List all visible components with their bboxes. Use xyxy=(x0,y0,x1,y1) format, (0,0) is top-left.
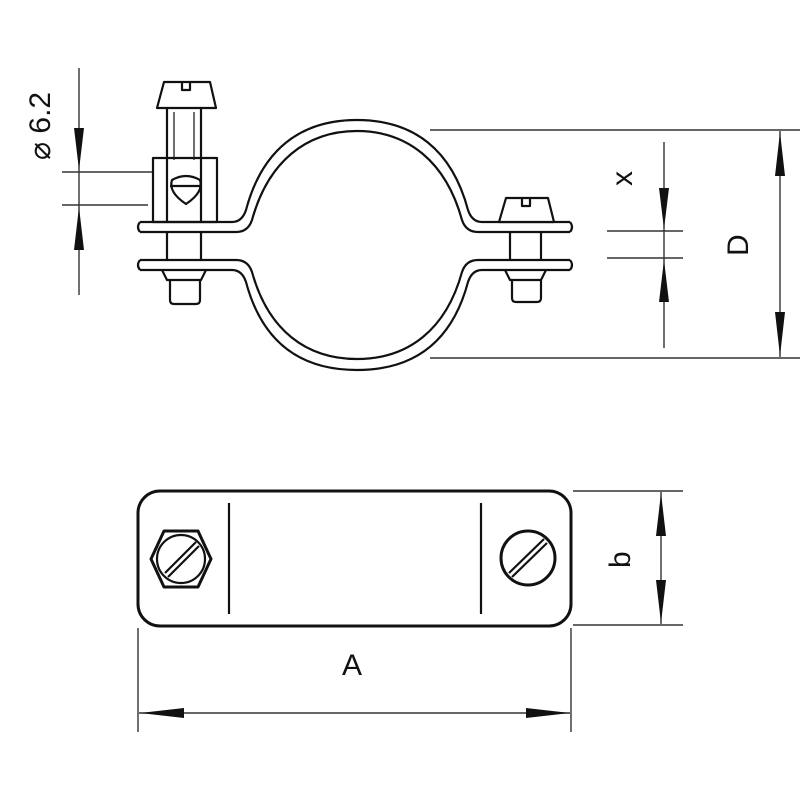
clamp-ring xyxy=(136,118,574,372)
dimension-label-diameter: ⌀ 6.2 xyxy=(24,92,57,160)
dimension-b: b xyxy=(573,490,683,626)
dimension-label-x: x xyxy=(606,171,639,186)
left-screw xyxy=(151,80,219,306)
dimension-D: D xyxy=(430,129,800,359)
dimension-label-A: A xyxy=(342,649,362,682)
dimension-label-b: b xyxy=(604,551,637,568)
dimension-label-D: D xyxy=(722,234,755,256)
strap-outline xyxy=(136,489,573,628)
right-screw xyxy=(497,196,556,304)
dimension-A: A xyxy=(137,628,572,732)
top-view: b A xyxy=(136,489,683,732)
left-hex-screw-icon xyxy=(149,529,213,589)
front-view: ⌀ 6.2 x D xyxy=(24,68,800,372)
dimension-x: x xyxy=(606,142,683,348)
right-slotted-screw-icon xyxy=(499,529,557,587)
dimension-screw-diameter: ⌀ 6.2 xyxy=(24,68,152,295)
